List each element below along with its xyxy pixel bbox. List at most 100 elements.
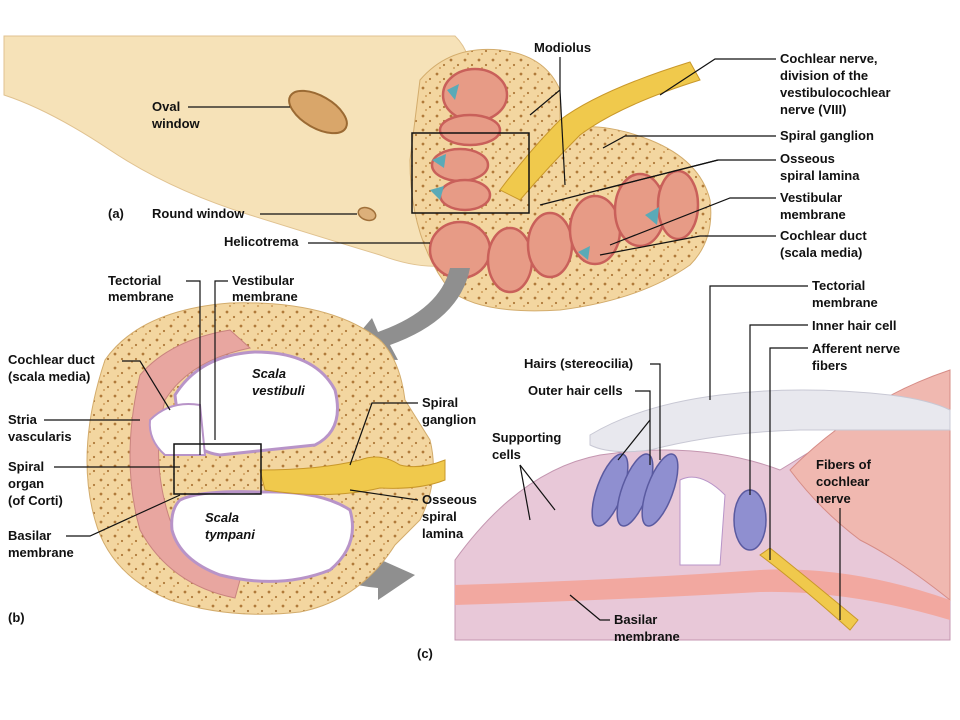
arrow-b-to-c [255, 495, 415, 600]
leader-line [349, 402, 418, 466]
supporting-cells-label-2: cells [492, 447, 521, 462]
spiral-organ-label-1: Spiral [8, 459, 44, 474]
label-modiolus: Modiolus [529, 40, 591, 186]
panel-b-illustration [86, 302, 446, 615]
afferent-fibers-shape [759, 547, 859, 631]
round-window-shape [357, 206, 377, 222]
oval-window-label-2: window [151, 116, 201, 131]
label-cochlear-nerve: Cochlear nerve, division of the vestibul… [659, 51, 891, 117]
leader-line [559, 89, 566, 186]
vestibular-membrane-b-label-1: Vestibular [232, 273, 294, 288]
panel-b-tag: (b) [8, 610, 25, 625]
panel-c-tag: (c) [417, 646, 433, 661]
leader-line [659, 58, 776, 96]
chamber [526, 211, 574, 279]
osseous-lamina-b-label-1: Osseous [422, 492, 477, 507]
leader-line [66, 494, 181, 537]
leader-line [186, 280, 201, 455]
scala-tympani-label-2: tympani [205, 527, 255, 542]
cochlear-nerve-label-2: division of the [780, 68, 868, 83]
leader-line [609, 197, 776, 246]
osseous-lamina-a-label-2: spiral lamina [780, 168, 860, 183]
scala-tympani-label-1: Scala [205, 510, 239, 525]
supporting-cells-label-1: Supporting [492, 430, 561, 445]
panel-a-illustration [3, 35, 712, 312]
vestibular-membrane-a-label-1: Vestibular [780, 190, 842, 205]
panel-a-tag: (a) [108, 206, 124, 221]
leader-line [599, 159, 719, 191]
leader-line [349, 489, 419, 501]
label-vestibular-membrane-a: Vestibular membrane [609, 190, 846, 246]
label-fibers-cochlear-nerve: Fibers of cochlear nerve [816, 457, 872, 620]
stria-vascularis-label-2: vascularis [8, 429, 72, 444]
cochlear-duct-b-label-1: Cochlear duct [8, 352, 95, 367]
leader-line [519, 464, 531, 521]
leader-line [617, 419, 651, 461]
duct-patch [578, 246, 590, 260]
label-spiral-ganglion-b: Spiral ganglion [349, 395, 476, 466]
label-osseous-lamina-a: Osseous spiral lamina [539, 151, 860, 206]
inset-box-b [173, 443, 262, 495]
stria-vascularis-label-1: Stria [8, 412, 38, 427]
spiral-ganglion-b-label-2: ganglion [422, 412, 476, 427]
basilar-membrane-c-label-2: membrane [614, 629, 680, 644]
inner-hair-cell-shape [733, 489, 767, 551]
vestibular-membrane-b-label-2: membrane [232, 289, 298, 304]
cochlear-duct-b-shape [148, 403, 207, 456]
fibers-cochlear-nerve-label-2: cochlear [816, 474, 869, 489]
spiral-ganglion-a-label: Spiral ganglion [780, 128, 874, 143]
vestibular-membrane-a-label-2: membrane [780, 207, 846, 222]
outer-hair-cell [641, 453, 679, 527]
label-osseous-lamina-b: Osseous spiral lamina [349, 489, 477, 541]
label-stria-vascularis: Stria vascularis [8, 412, 140, 444]
scala-vestibuli-label-2: vestibuli [252, 383, 305, 398]
label-round-window: Round window [152, 206, 357, 221]
label-supporting-cells: Supporting cells [492, 430, 561, 521]
leader-line [769, 347, 808, 560]
leader-line [709, 285, 808, 400]
fibers-cochlear-nerve-label-3: nerve [816, 491, 851, 506]
label-oval-window: Oval window [151, 99, 290, 131]
inset-box-a [411, 132, 530, 214]
spiral-ganglion-b-shape [259, 456, 446, 496]
label-basilar-membrane-b: Basilar membrane [8, 494, 181, 560]
helicotrema-label: Helicotrema [224, 234, 299, 249]
label-vestibular-membrane-b: Vestibular membrane [214, 273, 298, 440]
oval-window-label-1: Oval [152, 99, 180, 114]
leader-line [650, 363, 661, 460]
cochlear-duct-a-label-1: Cochlear duct [780, 228, 867, 243]
basilar-membrane-b-label-2: membrane [8, 545, 74, 560]
chamber [568, 194, 622, 266]
hairs-stereocilia-label: Hairs (stereocilia) [524, 356, 633, 371]
spiral-ganglion-b-label-1: Spiral [422, 395, 458, 410]
label-inner-hair-cell: Inner hair cell [749, 318, 897, 495]
cochlear-nerve-label-1: Cochlear nerve, [780, 51, 878, 66]
duct-patch [432, 154, 446, 168]
stria-band [129, 329, 252, 599]
leader-line [214, 280, 228, 440]
chamber [438, 178, 492, 212]
tectorial-membrane-b-label-2: membrane [108, 289, 174, 304]
osseous-lamina-b-label-2: spiral [422, 509, 457, 524]
leader-line [599, 235, 776, 256]
cochlear-duct-a-label-2: (scala media) [780, 245, 862, 260]
tectorial-membrane-c-label-1: Tectorial [812, 278, 865, 293]
afferent-nerve-fibers-label-2: fibers [812, 358, 847, 373]
scala-vestibuli-label-1: Scala [252, 366, 286, 381]
chamber [486, 226, 534, 294]
tectorial-membrane-c-label-2: membrane [812, 295, 878, 310]
cochlear-duct-b-label-2: (scala media) [8, 369, 90, 384]
label-cochlear-duct-a: Cochlear duct (scala media) [599, 228, 867, 260]
leader-line [749, 324, 808, 495]
scala-tympani-shape [170, 490, 354, 583]
fibers-cochlear-nerve-label-1: Fibers of [816, 457, 872, 472]
label-spiral-organ: Spiral organ (of Corti) [8, 459, 180, 508]
spiral-organ-label-3: (of Corti) [8, 493, 63, 508]
leader-line [635, 390, 651, 465]
inner-hair-cell-label: Inner hair cell [812, 318, 897, 333]
round-window-label: Round window [152, 206, 245, 221]
label-tectorial-membrane-c: Tectorial membrane [709, 278, 878, 400]
osseous-lamina-b-label-3: lamina [422, 526, 464, 541]
chamber [656, 169, 700, 241]
